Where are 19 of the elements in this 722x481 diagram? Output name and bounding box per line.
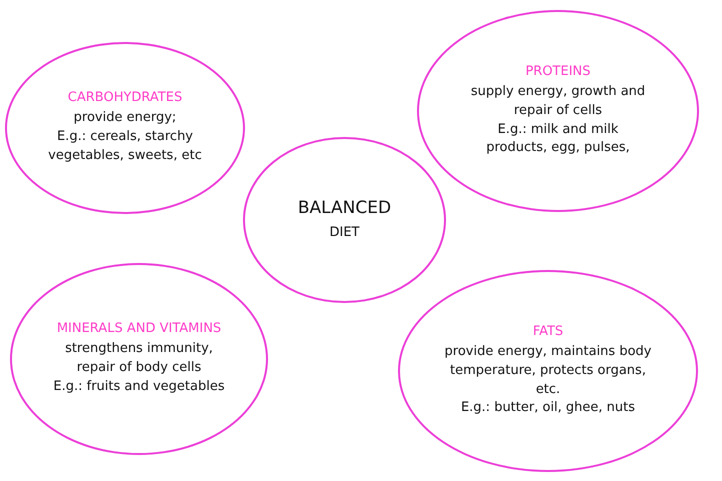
ellipse-heading: BALANCED bbox=[298, 198, 392, 218]
topic-ellipse bbox=[398, 270, 698, 472]
ellipse-text: E.g.: cereals, starchy vegetables, sweets, etc bbox=[47, 128, 203, 165]
ellipse-heading: PROTEINS bbox=[525, 64, 591, 79]
ellipse-text: strengthens immunity, repair of body cells bbox=[64, 340, 214, 378]
topic-ellipse bbox=[10, 263, 268, 455]
ellipse-text: provide energy, maintains body temperature, protects organs, etc. bbox=[444, 342, 652, 398]
topic-ellipse bbox=[417, 10, 699, 212]
ellipse-heading: CARBOHYDRATES bbox=[68, 90, 182, 106]
topic-ellipse bbox=[5, 42, 245, 214]
ellipse-text: E.g.: butter, oil, ghee, nuts bbox=[460, 399, 636, 418]
topic-ellipse bbox=[243, 137, 446, 303]
ellipse-text: supply energy, growth and repair of cells bbox=[470, 82, 646, 120]
ellipse-text: provide energy; bbox=[74, 109, 176, 128]
ellipse-text: E.g.: fruits and vegetables bbox=[53, 378, 225, 396]
ellipse-heading: MINERALS AND VITAMINS bbox=[56, 321, 222, 336]
ellipse-heading: FATS bbox=[532, 324, 564, 339]
ellipse-text: E.g.: milk and milk products, egg, pulses, bbox=[485, 120, 631, 158]
ellipse-text: DIET bbox=[330, 224, 360, 242]
